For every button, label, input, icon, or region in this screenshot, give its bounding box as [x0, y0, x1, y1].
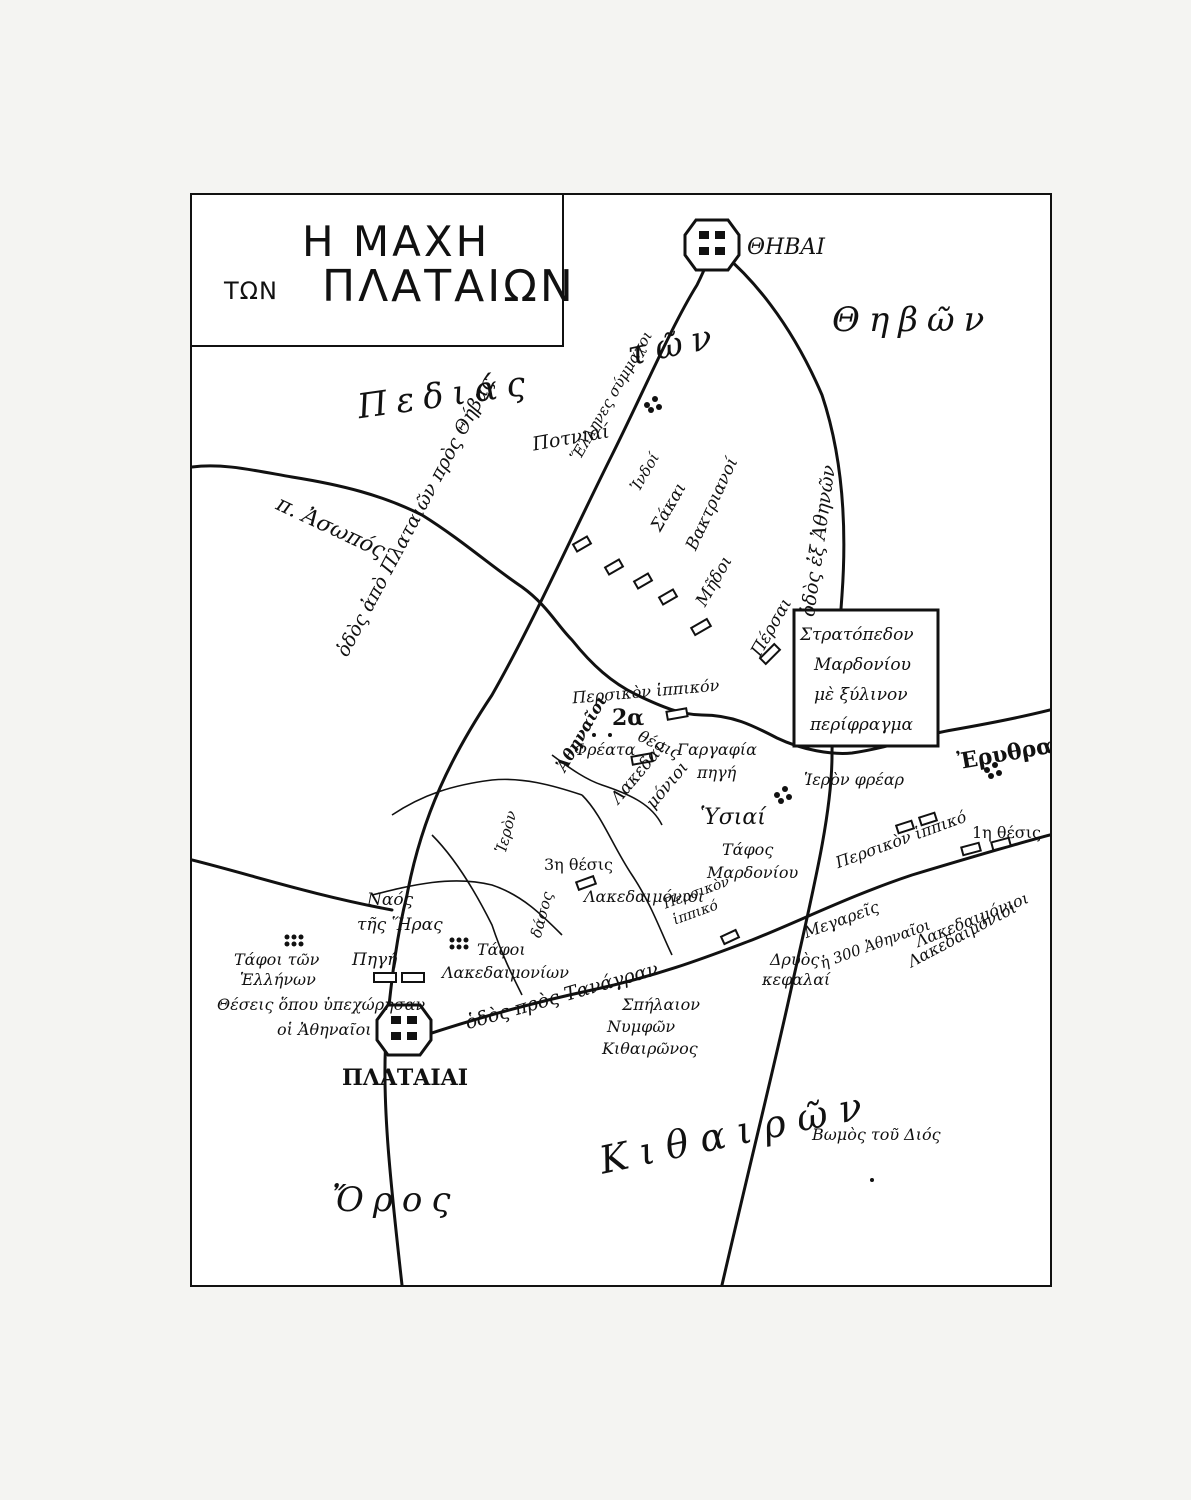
retreat-line2: οἱ Ἀθηναῖοι: [277, 1020, 372, 1039]
retreat-line1: Θέσεις ὅπου ὑπεχώρησαν: [217, 995, 426, 1014]
camp-line2: Μαρδονίου: [814, 655, 911, 675]
cave-label-1: Σπήλαιον: [622, 995, 700, 1014]
plataiai-icon: [375, 1003, 433, 1057]
map-lines: [192, 218, 1050, 1285]
tombs-greeks-label-2: Ἑλλήνων: [240, 970, 316, 989]
region-mountain-2: Ὄρος: [332, 1180, 460, 1220]
gargaphia-label-1: Γαργαφία: [677, 740, 757, 759]
position-1: 1η θέσις: [972, 823, 1041, 842]
region-plain-3: Θηβῶν: [832, 300, 994, 340]
hieron-phrear-label: Ἱερὸν φρέαρ: [804, 770, 905, 789]
gargaphia-label-2: πηγή: [697, 763, 737, 782]
hysiai-label: Ὑσιαί: [700, 805, 766, 830]
title-line2b: ΠΛΑΤΑΙΩΝ: [322, 261, 576, 312]
road-tanagra: [395, 833, 1050, 1047]
map-title-box: Η ΜΑΧΗ ΤΩΝ ΠΛΑΤΑΙΩΝ: [192, 195, 573, 347]
city-thebes-label: ΘΗΒΑΙ: [747, 235, 825, 260]
temple-label-1: Ναός: [367, 890, 414, 910]
thebes-icon: [683, 218, 741, 272]
cave-label-2: Νυμφῶν: [607, 1017, 676, 1036]
tombs-lak-label-1: Τάφοι: [477, 940, 526, 959]
city-plataiai-label: ΠΛΑΤΑΙΑΙ: [342, 1065, 469, 1091]
camp-line1: Στρατόπεδον: [800, 625, 914, 645]
position-3: 3η θέσις: [544, 855, 613, 874]
cave-label-3: Κιθαιρῶνος: [602, 1039, 698, 1058]
phreata-label: Φρέατα: [574, 740, 636, 759]
road-erythrai: [192, 858, 394, 912]
mardonios-camp: [792, 608, 940, 748]
troop-lak-2: Λακεδαιμόνιοι: [584, 887, 705, 906]
drys-label-2: κεφαλαί: [762, 970, 831, 989]
battle-map: Η ΜΑΧΗ ΤΩΝ ΠΛΑΤΑΙΩΝ Πεδιάς τῶν Θηβῶν Κιθ…: [190, 193, 1052, 1287]
camp-line3: μὲ ξύλινον: [814, 685, 908, 705]
drys-label-1: Δρυὸς: [770, 950, 820, 969]
altar-label: Βωμὸς τοῦ Διός: [812, 1125, 941, 1144]
camp-line4: περίφραγμα: [810, 715, 914, 735]
spring-label: Πηγή: [352, 950, 398, 970]
title-line2a: ΤΩΝ: [224, 277, 278, 305]
title-line1: Η ΜΑΧΗ: [302, 217, 491, 266]
tombs-greeks-label-1: Τάφοι τῶν: [234, 950, 320, 969]
taphos-label-1: Τάφος: [722, 840, 774, 859]
taphos-label-2: Μαρδονίου: [707, 863, 799, 882]
tombs-lak-label-2: Λακεδαιμονίων: [442, 963, 569, 982]
temple-label-2: τῆς Ἥρας: [357, 915, 443, 935]
position-2a: 2α: [612, 705, 645, 731]
